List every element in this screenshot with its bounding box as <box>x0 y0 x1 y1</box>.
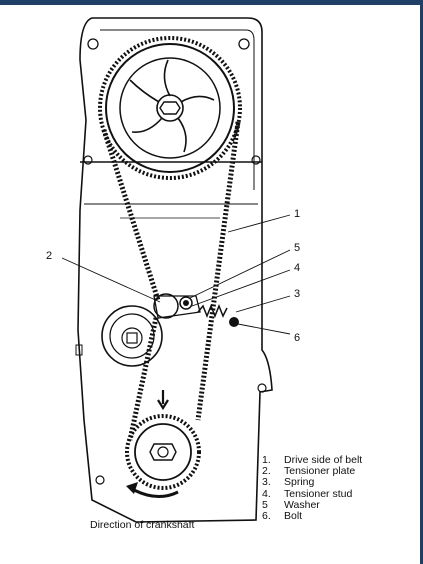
tensioner-pulley <box>153 293 179 319</box>
legend-text: Bolt <box>284 510 303 523</box>
callout-leader-lines <box>61 214 291 335</box>
auxiliary-pulley-outer <box>101 305 163 367</box>
callout-3: 3 <box>294 288 301 300</box>
cam-sprocket-rim <box>105 43 235 173</box>
legend-item: 5 Washer <box>262 498 362 511</box>
belt-drive-side <box>195 121 241 421</box>
callout-5: 5 <box>294 242 301 254</box>
auxiliary-pulley-mid <box>109 313 155 359</box>
tensioner-spring <box>197 303 228 319</box>
mount-boss-left <box>83 155 93 165</box>
belt-slack-side <box>101 129 161 301</box>
timing-cover-inner-line <box>100 29 255 190</box>
mount-boss-right <box>251 155 261 165</box>
cover-notch-left <box>75 344 83 356</box>
rotation-arrow <box>133 488 179 498</box>
crank-sprocket <box>134 423 192 481</box>
washer <box>183 300 189 306</box>
callout-6: 6 <box>294 332 301 344</box>
callout-2: 2 <box>46 250 53 262</box>
legend-item: 2. Tensioner plate <box>262 465 362 478</box>
legend-text: Tensioner stud <box>284 487 353 500</box>
cam-sprocket-bolt <box>159 101 181 115</box>
legend-number: 6. <box>262 510 271 523</box>
legend-number: 2. <box>262 465 271 478</box>
cam-sprocket-inner <box>119 57 221 159</box>
legend-text: Spring <box>284 476 315 489</box>
window-top-border <box>0 0 423 5</box>
timing-mark-arrow <box>157 390 169 411</box>
tensioner-bolt <box>229 317 239 327</box>
auxiliary-pulley-nut <box>126 332 138 344</box>
parts-legend: 1. Drive side of belt 2. Tensioner plate… <box>262 454 363 523</box>
mount-boss-bottom-left <box>95 475 105 485</box>
legend-number: 5 <box>262 498 268 511</box>
timing-cover-outline <box>77 17 273 523</box>
auxiliary-pulley-inner <box>121 327 143 349</box>
legend-item: 6. Bolt <box>262 510 362 523</box>
tensioner-plate <box>153 295 201 319</box>
mount-boss-top-left <box>87 38 99 50</box>
callout-1: 1 <box>294 208 301 220</box>
belt-around-cam-sprocket <box>98 36 242 180</box>
crank-sprocket-bolt <box>149 443 177 461</box>
mount-boss-top-right <box>238 38 250 50</box>
cam-sprocket-spokes <box>129 59 215 153</box>
legend-text: Tensioner plate <box>284 465 356 478</box>
legend-number: 1. <box>262 454 271 466</box>
mount-boss-lower-right <box>257 383 267 393</box>
crank-sprocket-hub <box>157 446 169 458</box>
legend-item: 1. Drive side of belt <box>262 454 363 466</box>
legend-text: Washer <box>284 498 320 511</box>
legend-number: 3. <box>262 476 271 489</box>
crankshaft-direction-caption: Direction of crankshaft <box>90 519 195 531</box>
belt-around-crank-sprocket <box>125 414 201 490</box>
callout-4: 4 <box>294 262 301 274</box>
legend-item: 3. Spring <box>262 477 362 488</box>
window-right-border <box>420 0 423 564</box>
tensioner-stud <box>179 296 193 310</box>
legend-text: Drive side of belt <box>284 454 363 466</box>
cam-sprocket-hub <box>156 94 184 122</box>
legend-number: 4. <box>262 487 271 500</box>
legend-item: 4. Tensioner stud <box>262 487 362 500</box>
rotation-arrow-head <box>126 482 138 494</box>
belt-lower-left <box>127 317 159 441</box>
